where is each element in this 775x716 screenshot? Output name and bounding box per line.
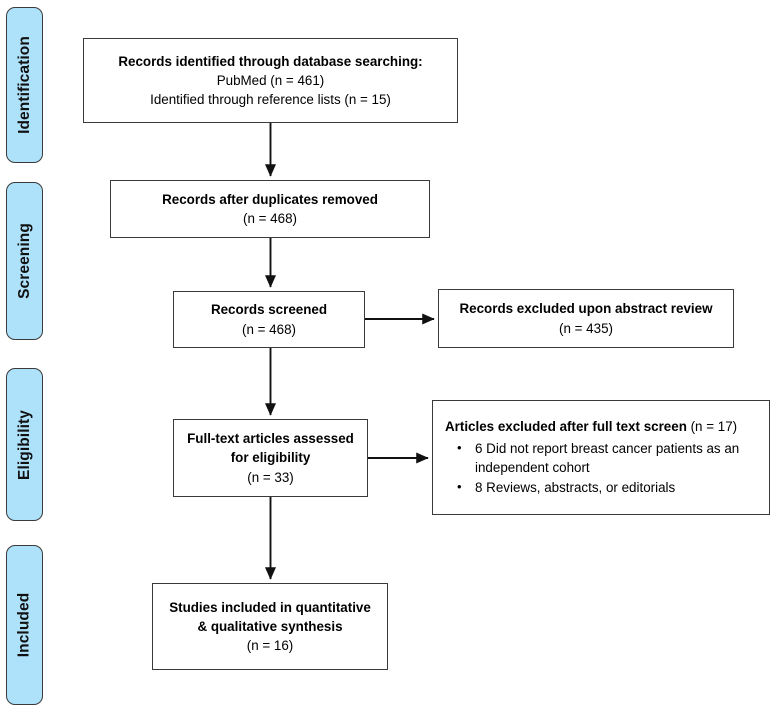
box-fulltext-assessed: Full-text articles assessed for eligibil… [173,419,368,497]
box-studies-included-line3: (n = 16) [246,638,294,654]
box-records-identified-line3: Identified through reference lists (n = … [150,92,391,108]
box-articles-excluded-fulltext-header-bold: Articles excluded after full text screen [445,419,687,435]
list-item: • 6 Did not report breast cancer patient… [445,439,759,478]
box-studies-included-line1: Studies included in quantitative [169,599,371,615]
stage-label-identification: Identification [6,7,43,163]
box-articles-excluded-fulltext-header: Articles excluded after full text screen… [445,417,737,436]
box-articles-excluded-fulltext: Articles excluded after full text screen… [432,400,770,515]
list-item-label: 8 Reviews, abstracts, or editorials [475,480,676,496]
box-records-screened-line2: (n = 468) [242,321,296,337]
box-records-excluded-abstract-line2: (n = 435) [559,320,613,336]
box-records-screened: Records screened (n = 468) [173,291,365,348]
box-records-after-duplicates-line2: (n = 468) [243,211,297,226]
box-records-screened-line1: Records screened [210,302,328,318]
list-item: • 8 Reviews, abstracts, or editorials [445,478,759,497]
box-studies-included: Studies included in quantitative & quali… [152,583,388,670]
bullet-icon: • [457,439,462,455]
box-studies-included-line2: & qualitative synthesis [197,618,343,634]
box-fulltext-assessed-line3: (n = 33) [247,469,294,485]
stage-label-screening-text: Screening [15,223,33,299]
box-fulltext-assessed-line1: Full-text articles assessed [187,431,354,447]
stage-label-screening: Screening [6,182,43,340]
box-records-identified: Records identified through database sear… [83,38,458,123]
box-records-after-duplicates-line1: Records after duplicates removed [162,191,378,207]
box-records-excluded-abstract: Records excluded upon abstract review (n… [438,289,734,348]
box-fulltext-assessed-line2: for eligibility [230,450,311,466]
stage-label-eligibility: Eligibility [6,368,43,521]
box-records-identified-line1: Records identified through database sear… [118,53,423,69]
stage-label-included-text: Included [15,592,33,658]
stage-label-included: Included [6,545,43,705]
bullet-icon: • [457,479,462,495]
box-records-identified-line2: PubMed (n = 461) [216,72,325,88]
stage-label-eligibility-text: Eligibility [15,409,33,480]
stage-label-identification-text: Identification [15,36,33,134]
box-records-after-duplicates: Records after duplicates removed (n = 46… [110,180,430,238]
box-articles-excluded-fulltext-header-count: (n = 17) [686,419,738,435]
box-records-excluded-abstract-line1: Records excluded upon abstract review [459,301,713,317]
exclusion-reason-list: • 6 Did not report breast cancer patient… [445,438,759,498]
list-item-label: 6 Did not report breast cancer patients … [475,440,740,475]
